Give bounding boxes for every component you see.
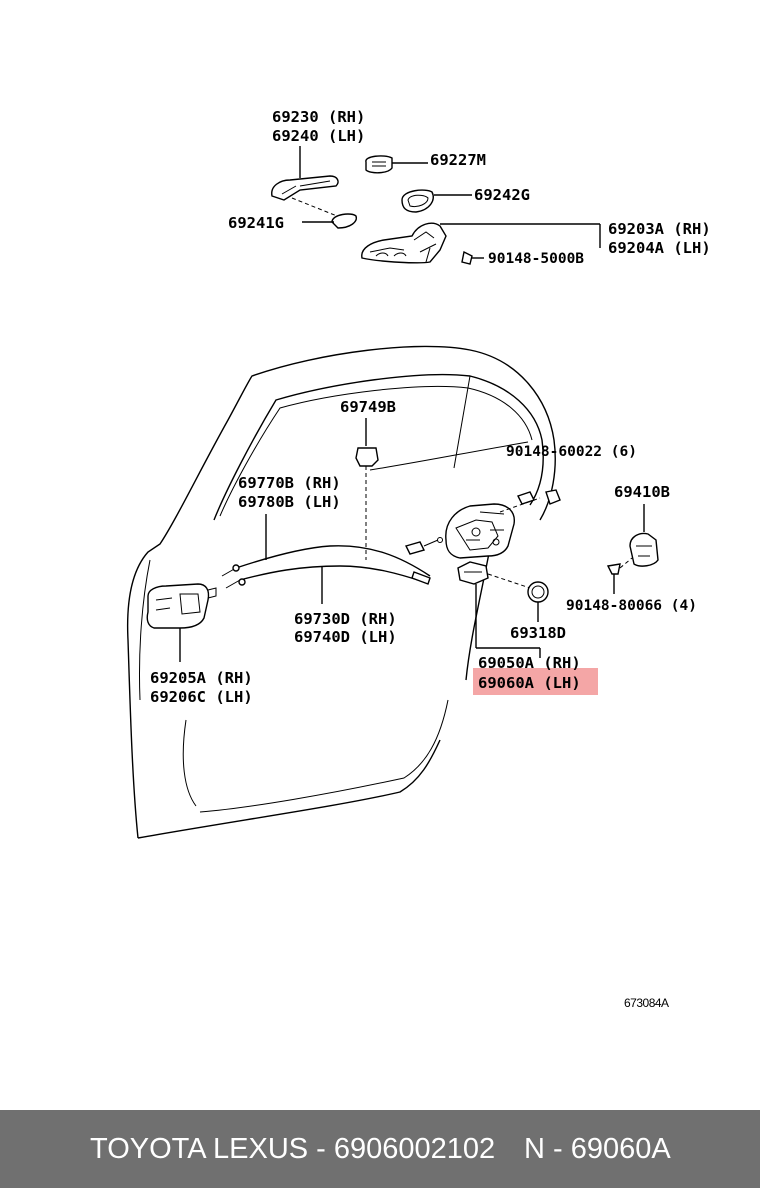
label-90148-80066: 90148-80066 (4) [566,598,697,614]
label-69242G: 69242G [474,186,530,204]
label-69206C: 69206C (LH) [150,688,253,706]
label-69230: 69230 (RH) [272,108,365,126]
label-69318D: 69318D [510,624,566,642]
door-lock-assembly [445,489,561,658]
label-69050A: 69050A (RH) [478,654,581,672]
label-69240: 69240 (LH) [272,127,365,145]
inside-handle-69205A [146,583,217,662]
label-69203A: 69203A (RH) [608,220,711,238]
label-69241G: 69241G [228,214,284,232]
label-69410B: 69410B [614,483,670,501]
label-69205A: 69205A (RH) [150,669,253,687]
label-69749B: 69749B [340,398,396,416]
label-69227M: 69227M [430,151,486,169]
label-90148-60022: 90148-60022 (6) [506,444,637,460]
footer-code: N - 69060A [524,1132,671,1165]
label-69204A: 69204A (LH) [608,239,711,257]
cables [221,514,443,604]
label-90148-5000B: 90148-5000B [488,251,584,267]
outside-handle-assembly [271,146,601,265]
highlight-box [473,668,598,695]
footer-brand-part: TOYOTA LEXUS - 6906002102 [90,1132,496,1165]
door-outline [126,345,556,839]
label-69740D: 69740D (LH) [294,628,397,646]
label-69730D: 69730D (RH) [294,610,397,628]
label-69780B: 69780B (LH) [238,493,341,511]
label-69060A: 69060A (LH) [478,674,581,692]
cover-69318D [527,581,549,622]
parts-diagram: 69230 (RH) 69240 (LH) 69227M 69242G 6924… [126,108,711,1010]
striker-69410B [606,504,659,594]
label-69770B: 69770B (RH) [238,474,341,492]
diagram-ref-code: 673084A [624,996,669,1010]
footer-bar: TOYOTA LEXUS - 6906002102 N - 69060A [0,1110,760,1188]
clip-69749B [355,418,379,560]
